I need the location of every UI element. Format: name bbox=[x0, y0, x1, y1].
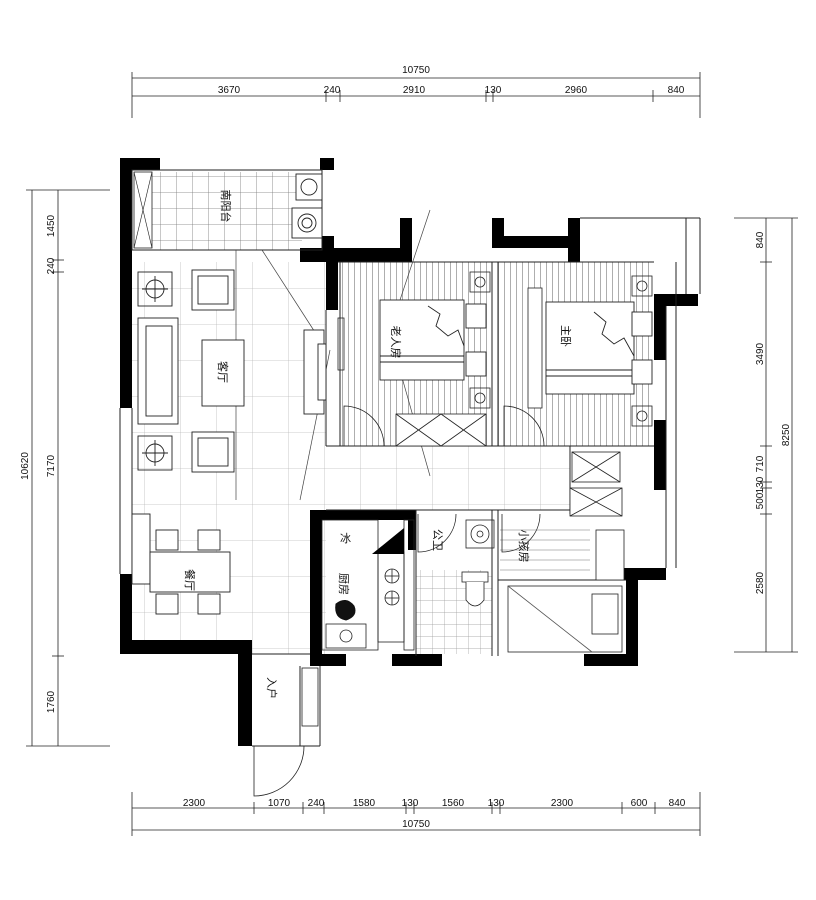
left-dimension-label: 1760 bbox=[46, 690, 57, 713]
master-bed-icon bbox=[545, 301, 653, 395]
room-label-south-balcony: 南阳台 bbox=[219, 190, 233, 223]
dining-table-icon bbox=[131, 513, 231, 615]
kids-bed-icon bbox=[507, 585, 623, 653]
right-dimension-label: 840 bbox=[755, 231, 766, 248]
kitchen-fridge-label: 冰 bbox=[340, 532, 351, 545]
kids-floor-stripes bbox=[500, 529, 590, 571]
bottom-dimension-label: 130 bbox=[402, 798, 419, 809]
elder-door-swing bbox=[343, 405, 385, 447]
right-dimension-label: 2580 bbox=[755, 571, 766, 594]
toilet-icon bbox=[461, 571, 489, 607]
sofa-icon bbox=[137, 317, 179, 425]
bottom-dimension-label: 1560 bbox=[442, 798, 465, 809]
kitchen-door-marker bbox=[372, 528, 404, 554]
bottom-dimension-label: 2300 bbox=[183, 798, 206, 809]
bottom-dimension-label: 840 bbox=[669, 798, 686, 809]
walls bbox=[120, 158, 698, 746]
top-segment-dimensions: 3670 240 2910 130 2960 840 bbox=[218, 85, 685, 96]
elder-wardrobe-icon bbox=[395, 413, 487, 447]
right-dimension-label: 710 bbox=[755, 455, 766, 472]
room-label-kids-room: 小孩房 bbox=[517, 530, 530, 563]
tv-cabinet-icon bbox=[303, 329, 327, 415]
top-dimension-label: 2960 bbox=[565, 85, 588, 96]
balcony-storage-cross bbox=[133, 171, 153, 249]
elder-window-icon bbox=[337, 317, 345, 371]
elder-bed-icon bbox=[379, 299, 487, 381]
left-dimension-lines bbox=[26, 189, 110, 747]
bottom-dimension-label: 130 bbox=[488, 798, 505, 809]
elder-nightstand-icon bbox=[469, 271, 491, 409]
top-dimension-label: 130 bbox=[485, 85, 502, 96]
right-dimension-lines bbox=[734, 217, 798, 653]
right-dimension-label: 500 bbox=[755, 492, 766, 509]
master-door-swing bbox=[503, 405, 545, 447]
bottom-dimension-label: 2300 bbox=[551, 798, 574, 809]
wash-basin-icon bbox=[465, 519, 495, 549]
floor-lamp-icon bbox=[137, 271, 173, 471]
washing-machine-icon bbox=[291, 173, 323, 239]
room-label-public-bath: 公卫 bbox=[431, 529, 444, 551]
bath-door-swing bbox=[417, 513, 457, 553]
room-label-kitchen: 厨房 bbox=[337, 573, 350, 595]
right-dimension-label: 3490 bbox=[755, 342, 766, 365]
top-dimension-label: 840 bbox=[668, 85, 685, 96]
room-label-dining-room: 餐厅 bbox=[183, 569, 197, 591]
left-dimension-label: 240 bbox=[46, 257, 57, 274]
top-dimension-label: 240 bbox=[324, 85, 341, 96]
bottom-total-dimension: 10750 bbox=[402, 819, 430, 830]
top-total-dimension: 10750 bbox=[402, 65, 430, 76]
kitchen-counter-icon bbox=[321, 519, 415, 651]
balcony-storage-panel bbox=[133, 171, 153, 249]
room-label-entrance: 入户 bbox=[265, 677, 279, 699]
bottom-dimension-lines bbox=[131, 792, 701, 836]
kids-door-swing bbox=[501, 513, 541, 553]
balcony-floor bbox=[152, 172, 302, 250]
left-dimension-label: 1450 bbox=[46, 214, 57, 237]
corridor-floor bbox=[326, 446, 570, 510]
bottom-dimension-label: 240 bbox=[308, 798, 325, 809]
top-dimension-label: 3670 bbox=[218, 85, 241, 96]
left-dimension-label: 7170 bbox=[46, 454, 57, 477]
interior-lines bbox=[119, 169, 701, 747]
bottom-dimension-label: 1580 bbox=[353, 798, 376, 809]
gas-stove-icon bbox=[384, 568, 400, 606]
armchair-icon bbox=[191, 269, 235, 473]
sink-icon bbox=[325, 623, 367, 649]
master-wardrobe-icon bbox=[569, 451, 623, 517]
right-segment-dimensions: 840 3490 710 130 500 2580 bbox=[755, 231, 766, 594]
bottom-segment-dimensions: 2300 1070 240 1580 130 1560 130 2300 600… bbox=[183, 798, 686, 809]
bottom-dimension-label: 1070 bbox=[268, 798, 291, 809]
master-desk-icon bbox=[527, 287, 543, 409]
room-label-elder-room: 老人房 bbox=[389, 326, 402, 359]
top-dimension-label: 2910 bbox=[403, 85, 426, 96]
room-label-master-bedroom: 主卧 bbox=[559, 325, 572, 347]
room-label-living-room: 客厅 bbox=[216, 361, 230, 383]
entrance-door-swing bbox=[253, 745, 305, 797]
right-dimension-label: 130 bbox=[755, 476, 766, 493]
left-segment-dimensions: 1450 240 7170 1760 bbox=[46, 214, 57, 713]
bottom-dimension-label: 600 bbox=[631, 798, 648, 809]
kids-desk-icon bbox=[595, 529, 625, 581]
left-total-dimension: 10620 bbox=[20, 452, 31, 480]
shoe-cabinet-icon bbox=[301, 667, 319, 727]
kitchen-appliance-icon bbox=[335, 600, 356, 621]
top-dimension-lines bbox=[131, 72, 701, 118]
master-nightstand-icon bbox=[631, 275, 653, 427]
right-total-dimension: 8250 bbox=[781, 423, 792, 446]
coffee-table-icon bbox=[201, 339, 245, 407]
